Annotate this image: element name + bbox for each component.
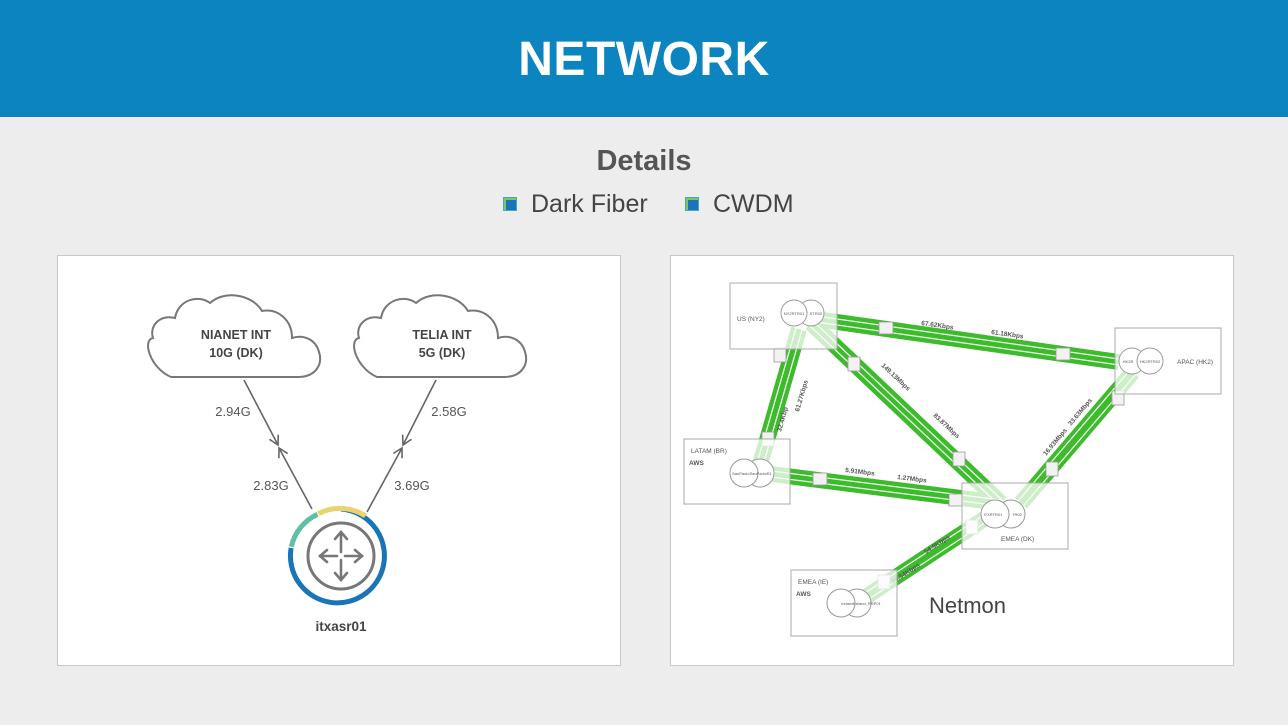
site-apac-name: APAC (HK2) — [1177, 359, 1213, 366]
site-emea-dk-name: EMEA (DK) — [1001, 536, 1034, 543]
cloud-telia-capacity: 5G (DK) — [419, 346, 466, 360]
link-us-emea-dk[interactable] — [805, 317, 1007, 509]
legend-item-cwdm: CWDM — [685, 188, 794, 220]
netmon-map-panel: 67.62Kbps 61.18Kbps 149.13Mbps 83.87Mbps… — [670, 255, 1234, 666]
legend-label: Dark Fiber — [531, 189, 648, 218]
site-emea-ie[interactable]: EMEA (IE) AWS IrelandIreland_RRP01 — [790, 569, 898, 637]
legend-swatch — [503, 197, 517, 211]
site-apac-hk2[interactable]: HK2R HK2RTR02 APAC (HK2) — [1114, 327, 1222, 395]
link-telia-outbound[interactable] — [366, 446, 403, 513]
node-apac-1: HK2R — [1123, 359, 1134, 364]
link-telia-inbound[interactable] — [401, 379, 437, 447]
rate-us-apac-1: 67.62Kbps — [921, 320, 955, 332]
router-icon — [306, 521, 376, 591]
section-title: Details — [596, 145, 692, 177]
legend-item-dark-fiber: Dark Fiber — [503, 188, 648, 220]
router-name: itxasr01 — [315, 619, 367, 634]
node-us-1: NY2RTR01 — [784, 311, 805, 316]
site-emea-ie-name: EMEA (IE) — [798, 579, 828, 586]
node-apac-2: HK2RTR02 — [1140, 359, 1161, 364]
site-emea-dk[interactable]: ITXRTR01 TR02 EMEA (DK) — [961, 482, 1069, 550]
legend-label: CWDM — [713, 189, 794, 218]
site-us-name: US (NY2) — [737, 316, 765, 323]
node-emea-ie: IrelandIreland_RRP01 — [841, 601, 881, 606]
cloud-nianet-capacity: 10G (DK) — [209, 346, 262, 360]
rate-nianet-outbound: 2.83G — [253, 478, 288, 493]
page-title: NETWORK — [518, 33, 770, 86]
cloud-nianet[interactable]: NIANET INT 10G (DK) — [147, 294, 321, 378]
legend-swatch — [685, 197, 699, 211]
rate-us-latam-2: 61.27Kbps — [794, 379, 810, 413]
rate-latam-emea-1: 5.91Mbps — [845, 467, 876, 478]
rate-nianet-inbound: 2.94G — [215, 404, 250, 419]
link-bundles — [751, 311, 1140, 603]
link-nianet-outbound[interactable] — [278, 446, 313, 510]
rate-telia-outbound: 3.69G — [394, 478, 429, 493]
cloud-nianet-name: NIANET INT — [201, 328, 272, 342]
link-nianet-inbound[interactable] — [243, 379, 280, 447]
netmon-label: Netmon — [929, 593, 1007, 618]
rate-telia-inbound: 2.58G — [431, 404, 466, 419]
site-us-ny2[interactable]: US (NY2) NY2RTR01 STR02 — [729, 282, 838, 350]
uplink-diagram-panel: NIANET INT 10G (DK) TELIA INT 5G (DK) 2.… — [57, 255, 621, 666]
node-emea-dk-2: TR02 — [1012, 512, 1023, 517]
node-us-2: STR02 — [810, 311, 823, 316]
cloud-telia-name: TELIA INT — [412, 328, 472, 342]
rate-latam-emea-2: 1.27Mbps — [897, 474, 928, 485]
site-latam-name: LATAM (BR) — [691, 448, 727, 455]
link-us-apac[interactable] — [814, 311, 1121, 370]
site-latam-cloud: AWS — [689, 460, 704, 467]
site-latam-br[interactable]: LATAM (BR) AWS SaoPauloSaoPauloR1 — [683, 438, 791, 505]
node-latam: SaoPauloSaoPauloR1 — [732, 471, 773, 476]
rate-us-apac-2: 61.18Kbps — [991, 329, 1025, 341]
node-emea-dk-1: ITXRTR01 — [984, 512, 1004, 517]
page-header: NETWORK — [0, 0, 1288, 117]
site-emea-ie-cloud: AWS — [796, 591, 811, 598]
cloud-telia[interactable]: TELIA INT 5G (DK) — [353, 294, 527, 378]
router-itxasr01[interactable]: itxasr01 — [287, 505, 389, 634]
